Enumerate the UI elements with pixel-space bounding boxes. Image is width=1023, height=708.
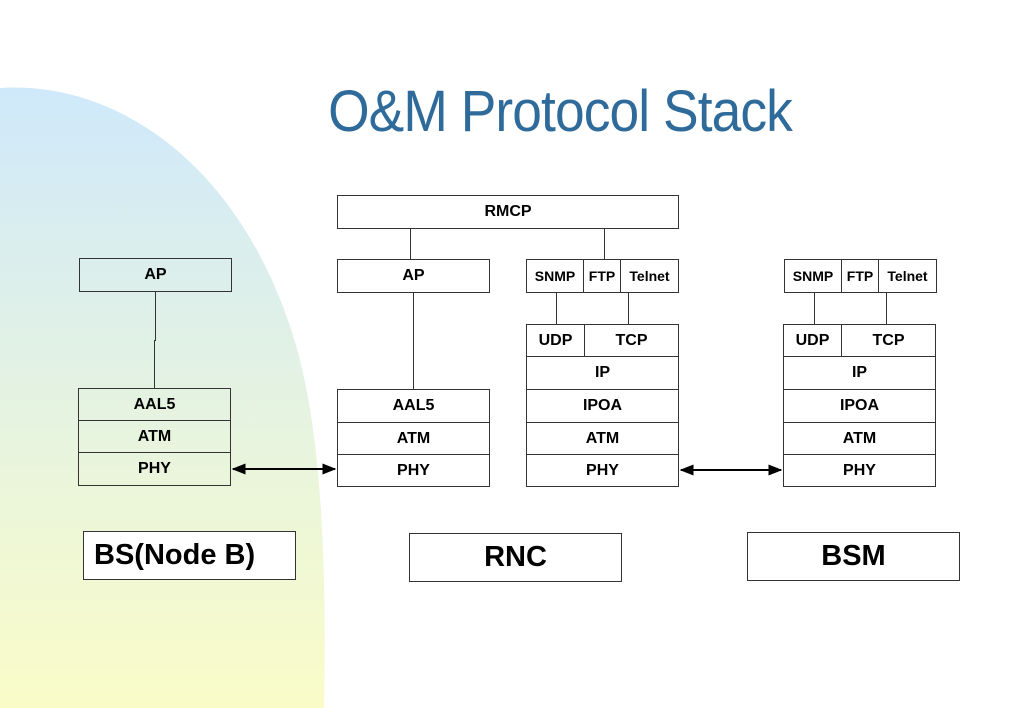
- bsm-tcp-box: TCP: [841, 324, 936, 357]
- connector-line: [604, 228, 605, 259]
- bs-atm-box: ATM: [78, 420, 231, 453]
- rnc-node-label: RNC: [409, 533, 622, 582]
- rnc-atm-left-box: ATM: [337, 422, 490, 455]
- rnc-tcp-box: TCP: [584, 324, 679, 357]
- connector-line: [154, 340, 155, 388]
- rnc-udp-box: UDP: [526, 324, 585, 357]
- bsm-ftp-box: FTP: [841, 259, 879, 293]
- bsm-ipoa-box: IPOA: [783, 389, 936, 423]
- bsm-telnet-box: Telnet: [878, 259, 937, 293]
- rnc-ipoa-box: IPOA: [526, 389, 679, 423]
- rnc-ip-box: IP: [526, 356, 679, 390]
- rnc-rmcp-box: RMCP: [337, 195, 679, 229]
- connector-line: [814, 292, 815, 325]
- rnc-telnet-box: Telnet: [620, 259, 679, 293]
- rnc-snmp-box: SNMP: [526, 259, 584, 293]
- rnc-atm-right-box: ATM: [526, 422, 679, 455]
- bsm-node-label: BSM: [747, 532, 960, 581]
- connector-line: [155, 291, 156, 341]
- bsm-snmp-box: SNMP: [784, 259, 842, 293]
- rnc-phy-right-box: PHY: [526, 454, 679, 487]
- rnc-phy-left-box: PHY: [337, 454, 490, 487]
- rnc-aal5-box: AAL5: [337, 389, 490, 423]
- page-title: O&M Protocol Stack: [328, 79, 793, 144]
- bsm-atm-box: ATM: [783, 422, 936, 455]
- connector-line: [556, 292, 557, 325]
- connector-line: [413, 292, 414, 390]
- bsm-ip-box: IP: [783, 356, 936, 390]
- connector-line: [628, 292, 629, 325]
- rnc-ftp-box: FTP: [583, 259, 621, 293]
- rnc-ap-box: AP: [337, 259, 490, 293]
- bs-ap-box: AP: [79, 258, 232, 292]
- bsm-phy-box: PHY: [783, 454, 936, 487]
- connector-line: [886, 292, 887, 325]
- bs-phy-box: PHY: [78, 452, 231, 486]
- bsm-udp-box: UDP: [783, 324, 842, 357]
- connector-line: [410, 228, 411, 259]
- bs-aal5-box: AAL5: [78, 388, 231, 421]
- bs-node-label: BS(Node B): [83, 531, 296, 580]
